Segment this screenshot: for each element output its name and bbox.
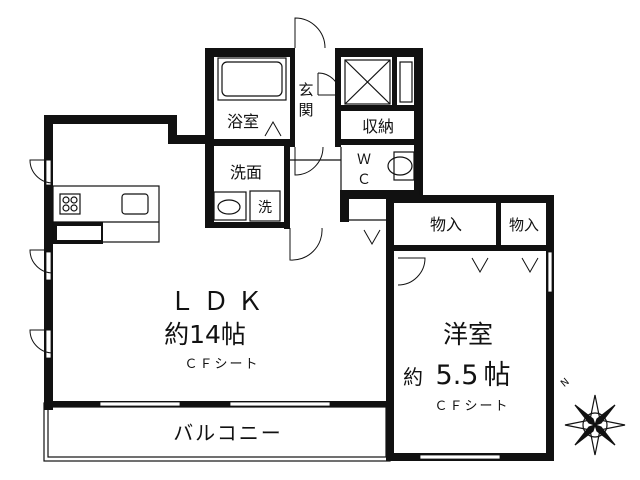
western-floor: ＣＦシート (434, 399, 509, 414)
storage-shaft (344, 59, 413, 105)
ldk-floor: ＣＦシート (184, 357, 259, 372)
western-size-unit: 帖 (484, 360, 511, 391)
wc-label-1: Ｗ (357, 152, 371, 168)
washbasin (213, 190, 281, 222)
ldk-name: ＬＤＫ (169, 287, 271, 317)
western-size-prefix: 約 (403, 365, 423, 389)
kitchen-counter (52, 185, 160, 243)
washroom-label: 洗面 (230, 163, 262, 182)
thin-partitions (290, 147, 421, 221)
bath-label: 浴室 (227, 112, 259, 131)
wc-label-2: Ｃ (357, 172, 371, 188)
compass-north-label: N (559, 376, 572, 389)
balcony-label: バルコニー (173, 421, 283, 445)
western-room-name: 洋室 (443, 320, 493, 349)
closet-label-1: 物入 (430, 215, 462, 234)
closet-markers (264, 120, 539, 274)
ldk-size: 約14帖 (164, 320, 246, 349)
western-size-value: 5.5 (436, 360, 479, 391)
entrance-label-1: 玄 (298, 81, 313, 99)
entrance-label-2: 関 (298, 101, 313, 119)
bathtub (221, 61, 283, 97)
toilet-fixture (387, 151, 415, 181)
closet-label-2: 物入 (509, 216, 539, 234)
doors (29, 17, 426, 354)
compass-icon (564, 394, 626, 456)
storage-label: 収納 (362, 117, 394, 136)
washer-label: 洗 (258, 200, 272, 216)
